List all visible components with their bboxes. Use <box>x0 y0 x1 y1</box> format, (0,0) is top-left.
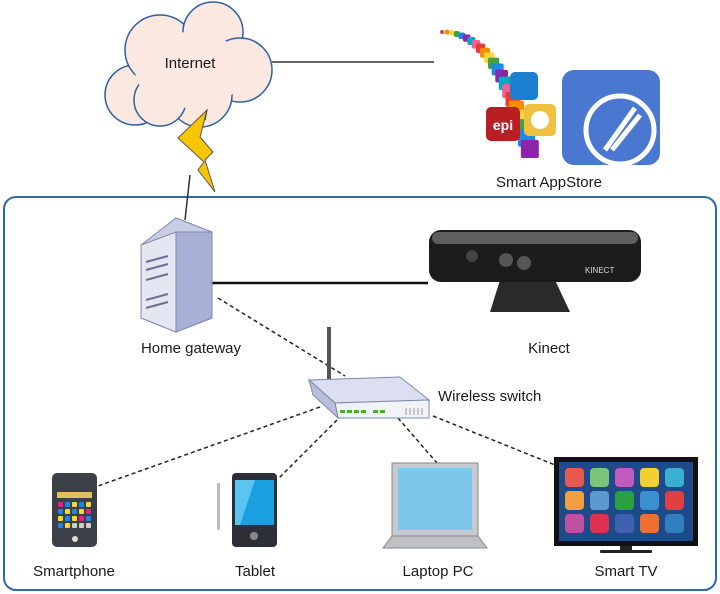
phone-key <box>79 502 84 507</box>
phone-key <box>58 509 63 514</box>
phone-key <box>79 523 84 528</box>
tablet-icon <box>217 473 277 547</box>
switch-smartphone-link <box>97 406 321 487</box>
phone-key <box>79 516 84 521</box>
phone-key <box>65 502 70 507</box>
tv-app-tile <box>640 514 659 533</box>
tv-app-tile <box>590 491 609 510</box>
kinect-sensor-icon: KINECT <box>429 230 641 312</box>
phone-key <box>58 516 63 521</box>
phone-key <box>86 509 91 514</box>
app-tile-icon <box>440 30 444 34</box>
phone-key <box>65 523 70 528</box>
phone-key <box>79 509 84 514</box>
smartphone-label: Smartphone <box>33 563 115 580</box>
tv-app-tile <box>590 514 609 533</box>
kinect-logo: KINECT <box>585 266 614 275</box>
bolt-drop-line <box>204 109 208 121</box>
tv-app-tile <box>640 491 659 510</box>
laptop-icon <box>382 462 488 549</box>
phone-key <box>58 523 63 528</box>
tv-app-tile <box>665 514 684 533</box>
switch-tablet-link <box>278 419 338 479</box>
tv-app-tile <box>615 491 634 510</box>
tv-app-tile <box>565 468 584 487</box>
appstore-icon: epi <box>440 29 660 167</box>
smartphone-icon <box>52 473 97 547</box>
home-gateway-server-icon <box>140 217 213 333</box>
tv-app-tile <box>565 514 584 533</box>
tv-app-tile <box>615 514 634 533</box>
tv-app-tile <box>640 468 659 487</box>
internet-cloud-icon <box>104 1 273 128</box>
phone-key <box>65 516 70 521</box>
kinect-label: Kinect <box>528 340 571 357</box>
phone-key <box>86 516 91 521</box>
tv-app-tile <box>665 491 684 510</box>
home-gateway-label: Home gateway <box>141 340 242 357</box>
internet-label: Internet <box>165 55 217 72</box>
phone-key <box>72 509 77 514</box>
tv-app-tile <box>615 468 634 487</box>
laptop-label: Laptop PC <box>403 563 474 580</box>
bolt-to-gateway-line <box>184 174 191 221</box>
phone-key <box>72 523 77 528</box>
phone-key <box>72 502 77 507</box>
smart-tv-icon <box>554 457 698 553</box>
phone-key <box>86 523 91 528</box>
app-tile-icon <box>444 29 450 35</box>
gateway-switch-link <box>217 297 346 377</box>
tablet-label: Tablet <box>235 563 276 580</box>
tv-app-tile <box>665 468 684 487</box>
lightning-bolt-icon <box>177 108 216 193</box>
home-network-boundary <box>3 196 717 591</box>
smart-tv-label: Smart TV <box>594 563 657 580</box>
switch-laptop-link <box>397 417 438 464</box>
app-tile-icon <box>520 140 539 158</box>
wireless-switch-label: Wireless switch <box>438 388 541 405</box>
tv-app-tile <box>590 468 609 487</box>
switch-tv-link <box>432 415 556 466</box>
phone-key <box>72 516 77 521</box>
app-tile-icon <box>453 31 460 38</box>
app-tile-icon <box>449 30 455 36</box>
tv-app-tile <box>565 491 584 510</box>
epi-app-text: epi <box>493 117 513 133</box>
phone-key <box>65 509 70 514</box>
phone-key <box>58 502 63 507</box>
phone-key <box>86 502 91 507</box>
appstore-label: Smart AppStore <box>496 174 602 191</box>
wireless-switch-icon <box>307 327 431 420</box>
